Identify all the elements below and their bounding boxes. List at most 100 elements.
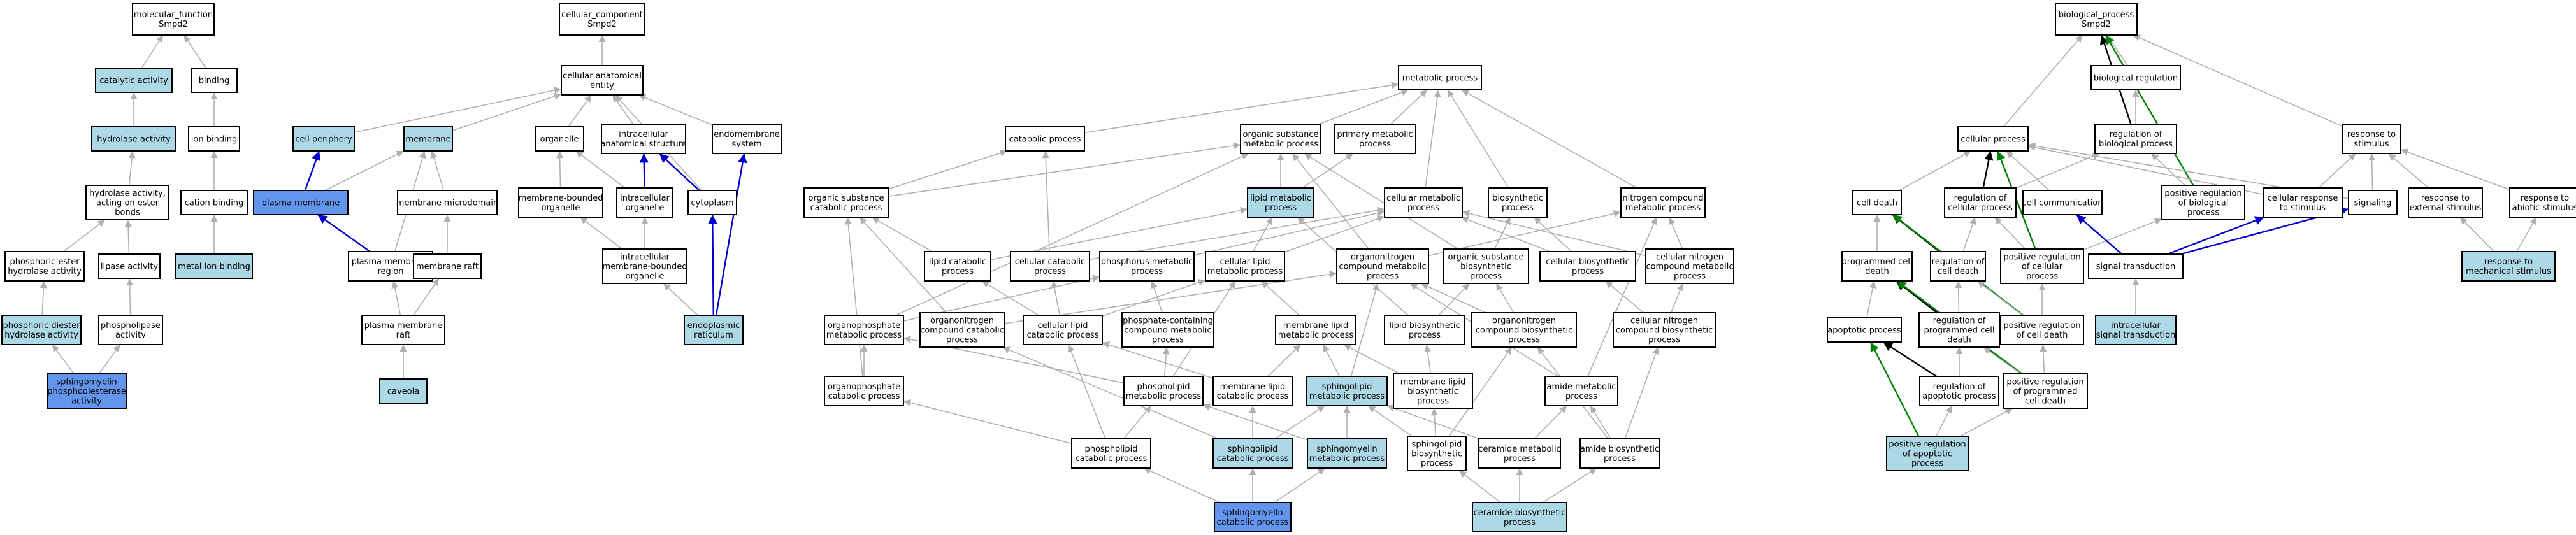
term-label-line: membrane-bounded bbox=[602, 262, 687, 272]
term-node-periphery[interactable]: cell periphery bbox=[292, 126, 355, 152]
term-box bbox=[616, 187, 673, 218]
term-node-ionbinding[interactable]: ion binding bbox=[188, 126, 240, 152]
term-node-catabolic[interactable]: catabolic process bbox=[1005, 126, 1085, 152]
term-label: catabolic process bbox=[1009, 135, 1081, 145]
term-node-signaltrans[interactable]: signal transduction bbox=[2088, 253, 2184, 279]
term-node-apoptotic[interactable]: apoptotic process bbox=[1827, 317, 1902, 343]
edge-is-a-cellbio-cellmet bbox=[1461, 216, 1550, 252]
term-node-metabolic[interactable]: metabolic process bbox=[1398, 65, 1482, 90]
term-box bbox=[561, 65, 644, 96]
term-node-lipase[interactable]: lipase activity bbox=[98, 253, 161, 279]
term-node-organelle[interactable]: organelle bbox=[535, 126, 584, 152]
term-node-cellcomm[interactable]: cell communication bbox=[2022, 190, 2103, 215]
term-node-cellproc[interactable]: cellular process bbox=[1957, 126, 2029, 152]
term-node-celldeath[interactable]: cell death bbox=[1852, 190, 1902, 215]
term-node-cytoplasm[interactable]: cytoplasm bbox=[687, 190, 737, 215]
edge-is-a-cellproc-bp bbox=[2003, 34, 2083, 127]
term-node-signaling[interactable]: signaling bbox=[2348, 190, 2398, 215]
term-node-caveola[interactable]: caveola bbox=[379, 378, 428, 404]
term-node-cationbinding[interactable]: cation binding bbox=[180, 190, 248, 215]
term-node-binding[interactable]: binding bbox=[191, 68, 238, 93]
term-node-metalion[interactable]: metal ion binding bbox=[175, 253, 253, 279]
term-node-microdomain[interactable]: membrane microdomain bbox=[396, 190, 498, 215]
term-node-hydrolase[interactable]: hydrolase activity bbox=[91, 126, 176, 152]
term-node-membrane[interactable]: membrane bbox=[403, 126, 453, 152]
term-node-bioreg[interactable]: biological regulation bbox=[2090, 65, 2181, 90]
term-node-raft[interactable]: membrane raft bbox=[413, 253, 482, 279]
term-node-catalytic[interactable]: catalytic activity bbox=[95, 68, 173, 93]
term-node-plasmamem[interactable]: plasma membrane bbox=[253, 190, 349, 215]
